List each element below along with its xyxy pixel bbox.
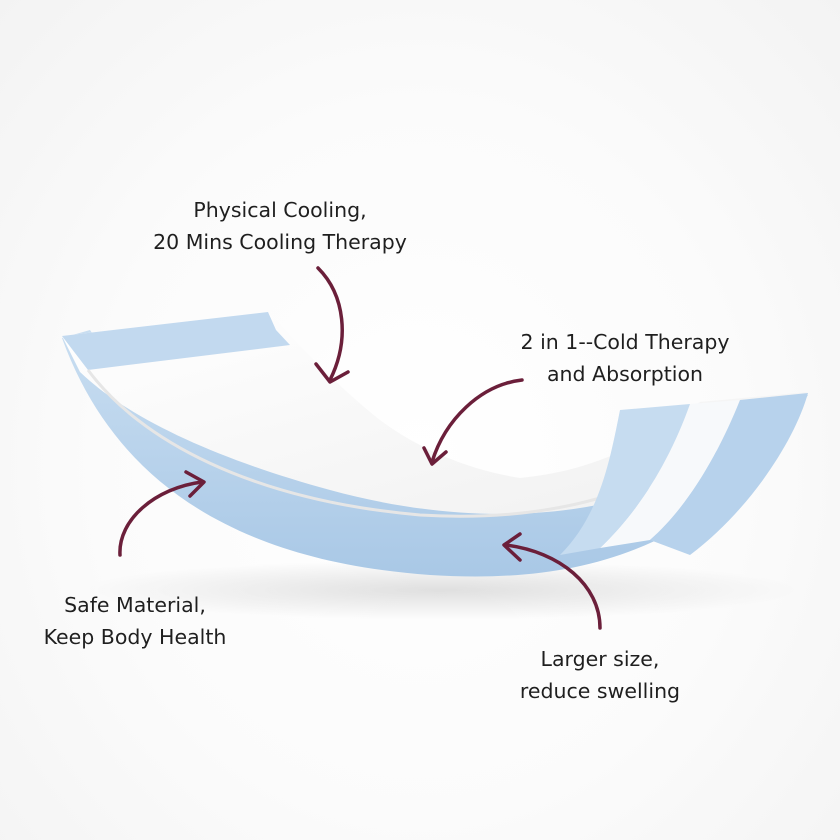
annotation-safe-material-line1: Safe Material,: [64, 593, 206, 617]
annotation-cooling-line2: 20 Mins Cooling Therapy: [153, 230, 407, 254]
annotation-safe-material-line2: Keep Body Health: [43, 625, 227, 649]
annotation-larger-size-line1: Larger size,: [540, 647, 660, 671]
annotation-larger-size: Larger size, reduce swelling: [500, 643, 700, 707]
annotation-cooling-line1: Physical Cooling,: [193, 198, 367, 222]
arrow-icon: [422, 378, 524, 466]
annotation-two-in-one-line2: and Absorption: [546, 362, 704, 386]
arrow-icon: [314, 266, 350, 384]
arrow-icon: [118, 470, 206, 557]
annotation-two-in-one: 2 in 1--Cold Therapy and Absorption: [490, 326, 760, 390]
annotation-cooling: Physical Cooling, 20 Mins Cooling Therap…: [140, 194, 420, 258]
pad-right-stripe-blue-inner: [560, 404, 690, 555]
annotation-larger-size-line2: reduce swelling: [519, 679, 681, 703]
pad-right-stripe-blue: [650, 393, 808, 555]
annotation-safe-material: Safe Material, Keep Body Health: [20, 589, 250, 653]
annotation-two-in-one-line1: 2 in 1--Cold Therapy: [520, 330, 730, 354]
arrow-icon: [502, 532, 602, 630]
pad-shadow: [80, 560, 800, 620]
pad-right-stripe-white: [600, 400, 740, 548]
pad-left-band: [62, 312, 290, 370]
